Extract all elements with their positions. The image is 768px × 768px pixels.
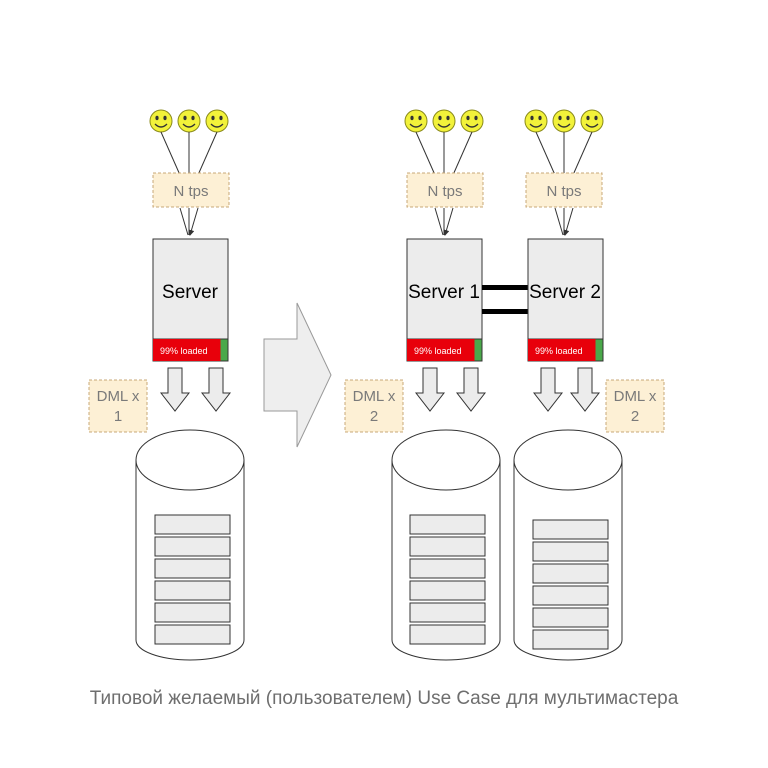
tps-label: N tps — [427, 183, 462, 200]
dml-note — [344, 379, 404, 433]
dml-note-line1: DML x — [353, 388, 396, 405]
user-smiley-icon — [580, 109, 604, 133]
server-1-label: Server 1 — [408, 282, 480, 303]
database-top — [391, 429, 501, 491]
connection-line — [179, 207, 189, 236]
tps-note — [406, 172, 484, 208]
connection-line — [415, 131, 436, 176]
connection-arrow — [188, 207, 199, 236]
connection-line — [434, 207, 444, 236]
dml-note-line1: DML x — [97, 388, 140, 405]
user-smiley-icon — [404, 109, 428, 133]
user-smiley-icon — [205, 109, 229, 133]
user-smiley-icon — [460, 109, 484, 133]
tps-note — [525, 172, 603, 208]
load-label: 99% loaded — [414, 346, 462, 356]
dml-arrow-icon — [414, 367, 446, 412]
user-smiley-icon — [552, 109, 576, 133]
user-smiley-icon — [149, 109, 173, 133]
dml-note — [88, 379, 148, 433]
server-2-label: Server 2 — [529, 282, 601, 303]
single-server-group: N tps Server 99% loaded DML x 1 — [88, 109, 245, 661]
tps-label: N tps — [173, 183, 208, 200]
connection-line — [197, 131, 218, 176]
load-bar-fill — [528, 339, 596, 361]
load-bar-fill — [407, 339, 475, 361]
dml-arrow-icon — [532, 367, 564, 412]
dml-arrow-icon — [159, 367, 191, 412]
dml-note-line2: 2 — [631, 408, 639, 425]
load-label: 99% loaded — [160, 346, 208, 356]
connection-line — [572, 131, 593, 176]
server-label: Server — [162, 282, 219, 303]
dml-arrow-icon — [200, 367, 232, 412]
dml-note — [605, 379, 665, 433]
diagram-caption: Типовой желаемый (пользователем) Use Cas… — [89, 688, 679, 709]
user-smiley-icon — [524, 109, 548, 133]
connection-arrow — [563, 207, 574, 236]
replication-link — [482, 309, 528, 314]
connection-arrow — [443, 207, 454, 236]
tps-note — [152, 172, 230, 208]
user-smiley-icon — [432, 109, 456, 133]
dml-arrow-icon — [569, 367, 601, 412]
replication-link — [482, 285, 528, 290]
tps-label: N tps — [546, 183, 581, 200]
connection-line — [535, 131, 556, 176]
dml-note-line1: DML x — [614, 388, 657, 405]
user-smiley-icon — [177, 109, 201, 133]
connection-line — [554, 207, 564, 236]
database-top — [513, 429, 623, 491]
load-bar-fill — [153, 339, 221, 361]
multimaster-group: N tps N tps Server 1 99% loaded Server 2… — [344, 109, 665, 661]
connection-line — [160, 131, 181, 176]
load-label: 99% loaded — [535, 346, 583, 356]
dml-note-line2: 1 — [114, 408, 122, 425]
transition-arrow-icon — [263, 302, 332, 448]
database-top — [135, 429, 245, 491]
dml-note-line2: 2 — [370, 408, 378, 425]
dml-arrow-icon — [455, 367, 487, 412]
connection-line — [452, 131, 473, 176]
